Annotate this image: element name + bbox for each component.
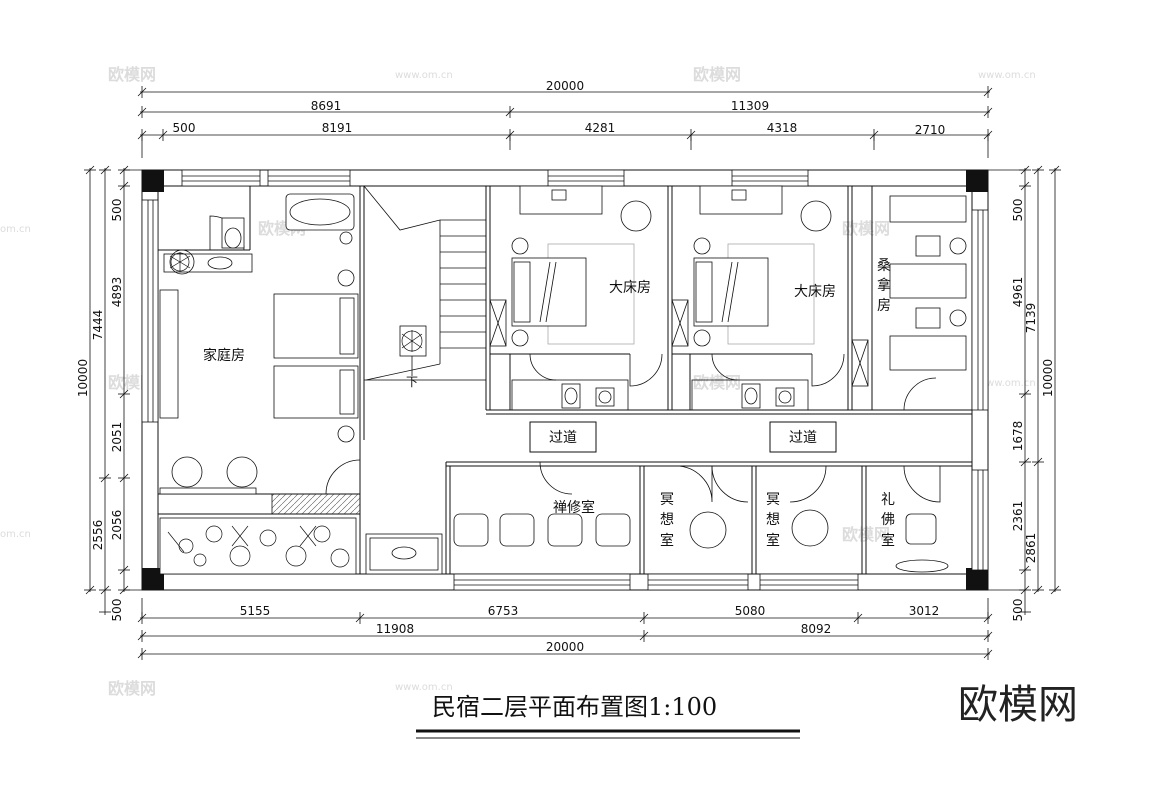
label-family-room: 家庭房: [203, 347, 245, 364]
label-meditation-room-2: 冥: [766, 492, 780, 508]
plant-symbols: [167, 252, 423, 568]
label-sauna: 拿: [877, 277, 891, 294]
drawing-title: 民宿二层平面布置图1:100: [432, 693, 717, 721]
watermark-logo: 欧模网: [842, 219, 890, 238]
dim-right: 7139: [1024, 303, 1038, 334]
watermark-url: www.om.cn: [395, 70, 453, 81]
label-worship-room: 礼: [881, 492, 895, 508]
dim-left: 500: [110, 199, 124, 222]
dim-top: 8691: [311, 99, 342, 113]
label-corridor-2: 过道: [789, 430, 817, 446]
watermark-url: www.om.cn: [978, 378, 1036, 389]
room-labels: 家庭房 大床房 大床房 桑 拿 房 过道 过道 禅修室 冥 想 室 冥 想 室 …: [203, 258, 895, 549]
label-meditation-room-2: 室: [766, 532, 780, 549]
dim-bottom-total: 20000: [546, 640, 584, 654]
dim-left: 2056: [110, 510, 124, 541]
label-worship-room: 室: [881, 532, 895, 549]
dim-right-total: 10000: [1041, 359, 1055, 397]
label-big-bed-room-2: 大床房: [794, 284, 836, 300]
dim-bottom: 8092: [801, 622, 832, 636]
dim-left: 7444: [91, 310, 105, 341]
label-worship-room: 佛: [881, 512, 895, 528]
dimension-lines: [84, 86, 1061, 660]
watermark-url: www.om.cn: [395, 682, 453, 693]
corridor-signs: [529, 421, 837, 453]
dim-left-total: 10000: [76, 359, 90, 397]
dim-left: 2556: [91, 520, 105, 551]
label-corridor-1: 过道: [549, 430, 577, 446]
dim-top: 11309: [731, 99, 769, 113]
dim-right: 500: [1011, 199, 1025, 222]
dim-bottom: 3012: [909, 604, 940, 618]
label-meditation-room-1: 想: [660, 512, 674, 528]
label-sauna: 房: [877, 298, 891, 314]
dim-bottom: 6753: [488, 604, 519, 618]
watermark-url: om.cn: [0, 529, 31, 540]
dim-top: 4318: [767, 121, 798, 135]
dim-bottom: 11908: [376, 622, 414, 636]
structural-columns: [142, 170, 988, 590]
windows: [141, 169, 989, 591]
watermark-url: www.om.cn: [978, 70, 1036, 81]
dim-left: 2051: [110, 422, 124, 453]
label-big-bed-room-1: 大床房: [609, 280, 651, 296]
dim-right: 2361: [1011, 501, 1025, 532]
dim-left: 4893: [110, 277, 124, 308]
dim-top: 2710: [915, 123, 946, 137]
watermark-logo: 欧模网: [693, 65, 741, 84]
label-sauna: 桑: [877, 258, 891, 274]
dim-bottom: 5155: [240, 604, 271, 618]
watermark-logo: 欧模网: [108, 679, 156, 698]
brand-logo: 欧模网: [958, 682, 1078, 728]
dim-right: 4961: [1011, 277, 1025, 308]
dim-top: 500: [173, 121, 196, 135]
label-meditation-room-2: 想: [766, 512, 780, 528]
watermark-logo: 欧模网: [693, 373, 741, 392]
watermark-url: om.cn: [0, 224, 31, 235]
label-meditation-room-1: 室: [660, 532, 674, 549]
label-zen-room: 禅修室: [553, 499, 595, 516]
dim-right: 1678: [1011, 421, 1025, 452]
dimension-labels: 20000 8691 11309 500 8191 4281 4318 2710…: [76, 79, 1055, 654]
dim-right: 500: [1011, 599, 1025, 622]
dim-top: 8191: [322, 121, 353, 135]
watermark-logo: 欧模网: [108, 65, 156, 84]
label-meditation-room-1: 冥: [660, 492, 674, 508]
dim-left: 500: [110, 599, 124, 622]
dim-right: 2861: [1024, 533, 1038, 564]
dim-top: 4281: [585, 121, 616, 135]
dim-bottom: 5080: [735, 604, 766, 618]
dim-top-total: 20000: [546, 79, 584, 93]
label-stair-down: 下: [406, 375, 418, 389]
